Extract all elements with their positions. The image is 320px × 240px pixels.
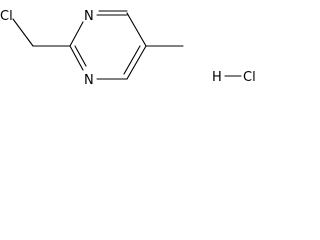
bond-c2-n3 bbox=[69, 45, 84, 71]
atom-nitrogen-bottom-label: N bbox=[84, 73, 94, 85]
bond-lines bbox=[12, 10, 242, 80]
bond-c5-c4-inner bbox=[123, 45, 141, 75]
salt-chlorine-label: Cl bbox=[243, 70, 256, 85]
bond-c5-c4 bbox=[126, 45, 147, 80]
bond-cl-ch2 bbox=[12, 18, 34, 47]
chemical-structure: Cl N N H Cl bbox=[0, 9, 256, 85]
bond-c6-c5 bbox=[126, 12, 147, 47]
bond-c2-n3-inner bbox=[74, 45, 87, 67]
bond-c2-n1 bbox=[69, 21, 84, 47]
salt-hydrogen-label: H bbox=[212, 70, 222, 85]
atom-nitrogen-top-label: N bbox=[84, 9, 94, 24]
atom-chlorine-label: Cl bbox=[0, 9, 13, 24]
